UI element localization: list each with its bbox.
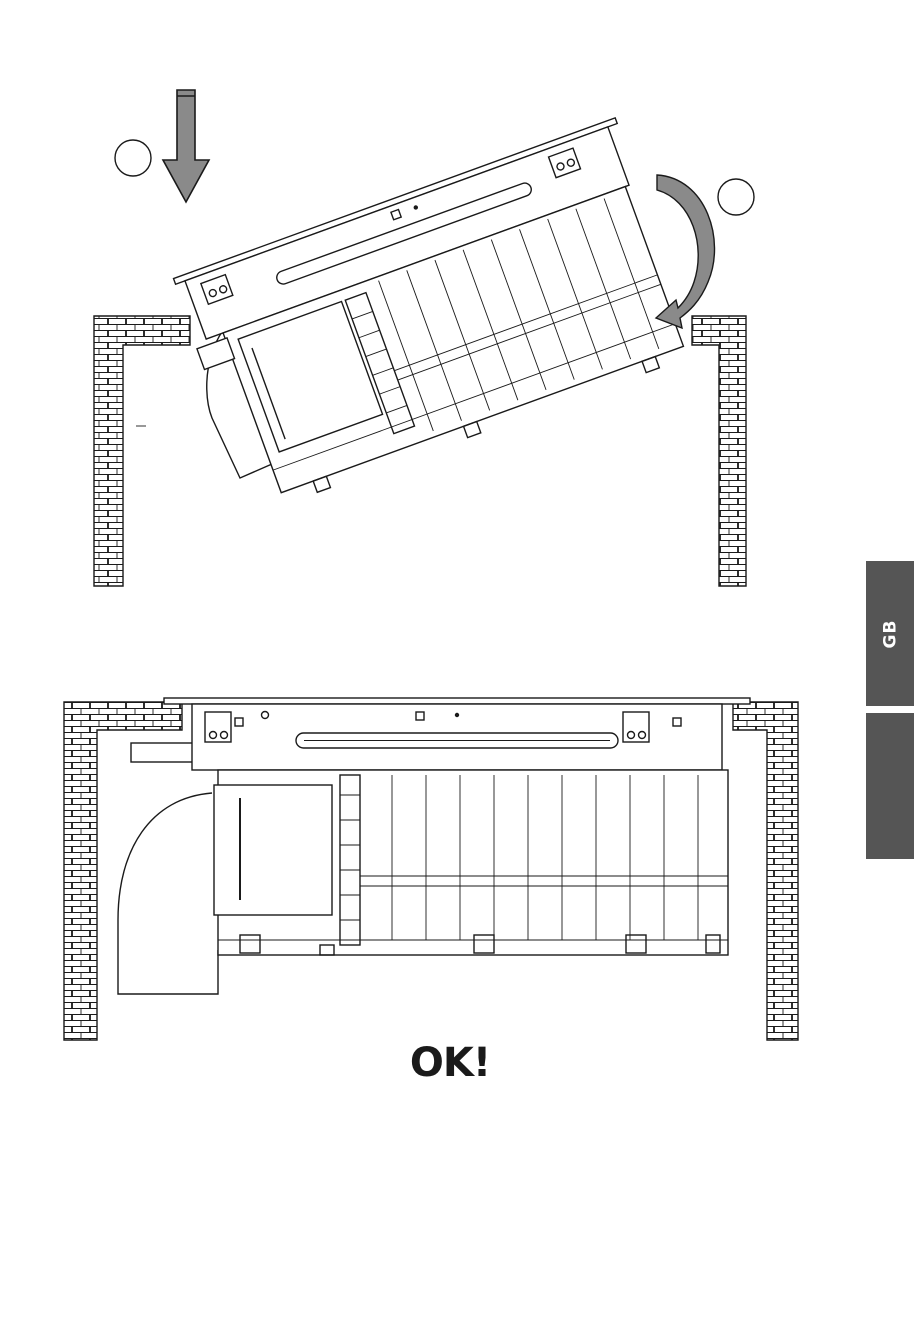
glass-top-plate bbox=[164, 698, 750, 704]
language-tab-blank[interactable] bbox=[866, 713, 914, 859]
right-wall-top bbox=[692, 316, 746, 586]
push-down-arrow-icon bbox=[163, 90, 209, 202]
language-tab-gb[interactable]: GB bbox=[866, 561, 914, 706]
top-diagram bbox=[94, 90, 754, 586]
step-1-circle bbox=[115, 140, 151, 176]
left-wall-top bbox=[94, 316, 190, 586]
ok-label: OK! bbox=[390, 1040, 510, 1086]
language-tab-label: GB bbox=[880, 619, 900, 648]
bottom-diagram bbox=[64, 698, 798, 1040]
right-wall-bottom bbox=[733, 702, 798, 1040]
step-2-circle bbox=[718, 179, 754, 215]
duct-hose-bottom bbox=[118, 793, 218, 994]
